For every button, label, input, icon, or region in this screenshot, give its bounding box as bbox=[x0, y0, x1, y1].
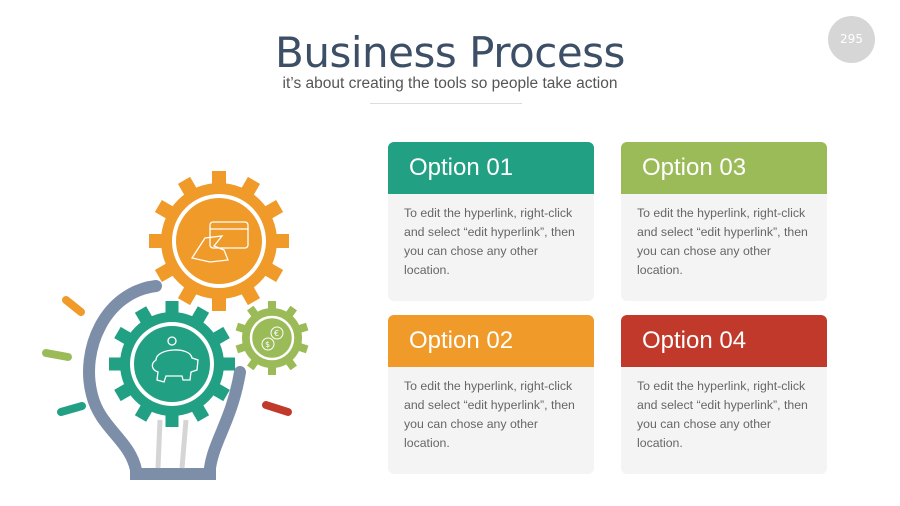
svg-text:$: $ bbox=[265, 340, 270, 349]
svg-text:€: € bbox=[274, 329, 279, 338]
option-title: Option 01 bbox=[388, 142, 594, 194]
option-text: To edit the hyperlink, right-click and s… bbox=[637, 379, 808, 450]
teal-gear bbox=[109, 301, 235, 427]
option-title: Option 02 bbox=[388, 315, 594, 367]
page-number: 295 bbox=[828, 16, 875, 63]
page-title: Business Process bbox=[275, 28, 625, 77]
option-title: Option 03 bbox=[621, 142, 827, 194]
divider bbox=[370, 103, 522, 104]
light-rays bbox=[42, 296, 292, 416]
option-text: To edit the hyperlink, right-click and s… bbox=[404, 206, 575, 277]
option-card-04[interactable]: Option 04 To edit the hyperlink, right-c… bbox=[621, 315, 827, 474]
page-subtitle: it’s about creating the tools so people … bbox=[282, 75, 618, 92]
currency-exchange-icon: € $ bbox=[261, 326, 284, 351]
option-title: Option 04 bbox=[621, 315, 827, 367]
piggy-bank-icon bbox=[151, 336, 199, 383]
lightbulb-icon bbox=[83, 280, 246, 480]
option-text: To edit the hyperlink, right-click and s… bbox=[637, 206, 808, 277]
credit-card-icon bbox=[190, 221, 249, 263]
option-text: To edit the hyperlink, right-click and s… bbox=[404, 379, 575, 450]
orange-gear bbox=[149, 171, 289, 311]
option-card-01[interactable]: Option 01 To edit the hyperlink, right-c… bbox=[388, 142, 594, 301]
option-card-02[interactable]: Option 02 To edit the hyperlink, right-c… bbox=[388, 315, 594, 474]
option-card-03[interactable]: Option 03 To edit the hyperlink, right-c… bbox=[621, 142, 827, 301]
lightbulb-gears-illustration: € $ bbox=[42, 171, 309, 480]
green-gear bbox=[235, 301, 309, 375]
